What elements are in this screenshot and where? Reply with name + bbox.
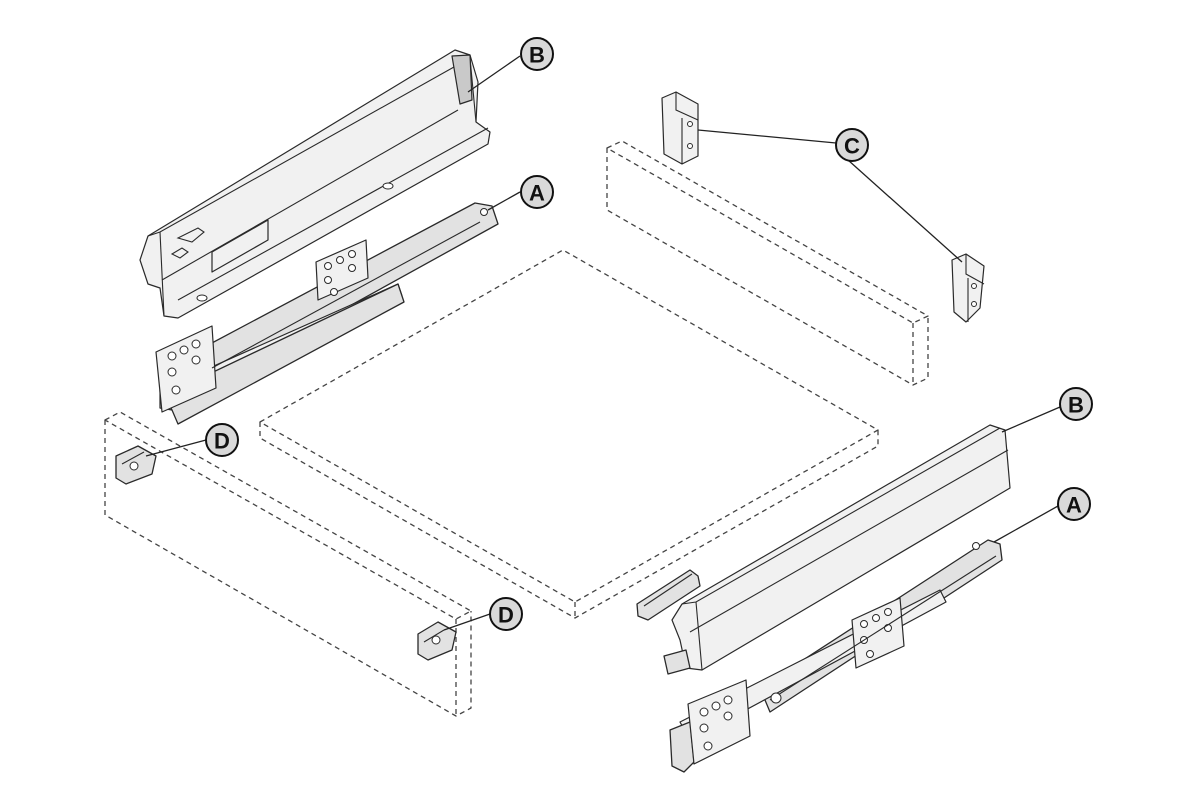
callout-b-right-label: B — [1068, 393, 1084, 418]
front-fixing-bracket-right — [417, 621, 457, 661]
drawer-bottom-panel — [259, 249, 879, 619]
drawer-side-profile-left — [139, 49, 491, 319]
back-bracket-upper — [661, 91, 699, 165]
front-fixing-bracket-left — [115, 445, 157, 485]
callout-b-top: B — [520, 37, 554, 71]
callout-c: C — [835, 128, 869, 162]
leader-lines — [145, 55, 1061, 631]
callout-d-left-label: D — [214, 429, 230, 454]
callout-b-right: B — [1059, 387, 1093, 421]
back-bracket-lower — [951, 253, 985, 323]
callout-d-bottom: D — [489, 597, 523, 631]
callout-b-top-label: B — [529, 43, 545, 68]
drawer-side-profile-right — [663, 424, 1011, 675]
callout-d-bottom-label: D — [498, 603, 514, 628]
callout-d-left: D — [205, 423, 239, 457]
callout-a-top: A — [520, 175, 554, 209]
drawer-runner-left — [155, 202, 499, 425]
bottom-panel-clip — [636, 569, 701, 621]
drawer-runner-right — [669, 539, 1003, 773]
callout-a-right-label: A — [1066, 493, 1082, 518]
drawer-back-panel — [606, 140, 929, 386]
drawer-front-panel — [104, 411, 472, 717]
callout-a-top-label: A — [529, 181, 545, 206]
callout-c-label: C — [844, 134, 860, 159]
callout-a-right: A — [1057, 487, 1091, 521]
